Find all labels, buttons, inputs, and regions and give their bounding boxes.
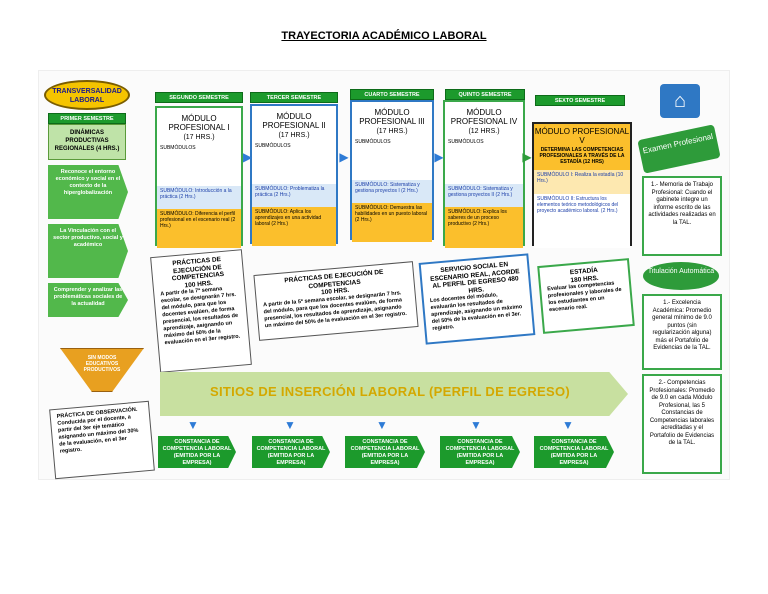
modulo-5: MÓDULO PROFESIONAL V DETERMINA LAS COMPE… <box>532 122 632 248</box>
modulo-1-sub: SUBMÓDULOS <box>160 145 196 151</box>
semester-label-2: SEGUNDO SEMESTRE <box>155 92 243 103</box>
competencias-box: 2.- Competencias Profesionales: Promedio… <box>642 374 722 474</box>
graduation-icon: ⌂ <box>660 84 700 118</box>
titulacion-badge: Titulación Automática <box>643 262 719 290</box>
sitios-banner <box>160 372 628 416</box>
card-4-text: Evaluar las competencias profesionales y… <box>547 280 622 314</box>
modulo-1-orange: SUBMÓDULO: Diferencia el perfil profesio… <box>157 209 241 248</box>
modulo-2-blue: SUBMÓDULO: Problematiza la práctica (2 H… <box>252 184 336 210</box>
down-arrow-2: ▼ <box>284 418 296 432</box>
semester-label-4: CUARTO SEMESTRE <box>350 89 434 100</box>
semester-label-5: QUINTO SEMESTRE <box>445 89 525 100</box>
modulo-4-hrs: (12 HRS.) <box>468 128 500 135</box>
modulo-5-desc: DETERMINA LAS COMPETENCIAS PROFESIONALES… <box>539 147 625 165</box>
primer-semestre-box: DINÁMICAS PRODUCTIVAS REGIONALES (4 HRS.… <box>48 124 126 160</box>
card-servicio-social: SERVICIO SOCIAL EN ESCENARIO REAL, ACORD… <box>418 253 536 345</box>
card-3-text: Los docentes del módulo, evaluarán los r… <box>429 292 523 332</box>
arrow-m2-m3: ▶ <box>339 150 349 164</box>
semester-label-3: TERCER SEMESTRE <box>250 92 338 103</box>
primer-arrow-3: Comprender y analizar las problemáticas … <box>48 283 128 317</box>
modulo-4-sub: SUBMÓDULOS <box>448 139 484 145</box>
memoria-box: 1.- Memoria de Trabajo Profesional: Cuan… <box>642 176 722 256</box>
modulo-2-sub: SUBMÓDULOS <box>255 143 291 149</box>
modulo-4-orange: SUBMÓDULO: Explica los saberes de un pro… <box>445 207 523 248</box>
card-1-text: A partir de la 7ª semana escolar, se des… <box>160 286 241 347</box>
observacion-card: PRÁCTICA DE OBSERVACIÓN. Conducida por e… <box>49 400 155 480</box>
modulo-4-blue: SUBMÓDULO: Sistematiza y gestiona proyec… <box>445 184 523 210</box>
modulo-1-blue: SUBMÓDULO: Introducción a la práctica (2… <box>157 186 241 212</box>
down-arrow-4: ▼ <box>470 418 482 432</box>
arrow-m4-m5: ▶ <box>522 150 532 164</box>
modulo-5-orange: SUBMÓDULO II: Estructura los elementos t… <box>534 194 630 248</box>
card-estadia: ESTADÍA 180 HRS. Evaluar las competencia… <box>537 258 635 334</box>
modulo-4: MÓDULO PROFESIONAL IV (12 HRS.) SUBMÓDUL… <box>443 100 525 248</box>
constancia-1: CONSTANCIA DE COMPETENCIA LABORAL (EMITI… <box>158 436 236 468</box>
modulo-2-hrs: (17 HRS.) <box>278 132 310 139</box>
semester-label-6: SEXTO SEMESTRE <box>535 95 625 106</box>
excelencia-box: 1.- Excelencia Académica: Promedio gener… <box>642 294 722 370</box>
modulo-3-orange: SUBMÓDULO: Demuestra las habilidades en … <box>352 203 432 242</box>
down-arrow-3: ▼ <box>376 418 388 432</box>
arrow-m1-m2: ▶ <box>243 150 253 164</box>
modulo-3-sub: SUBMÓDULOS <box>355 139 391 145</box>
card-practicas-1: PRÁCTICAS DE EJECUCIÓN DE COMPETENCIAS 1… <box>150 249 252 373</box>
modulo-2-title: MÓDULO PROFESIONAL II <box>262 112 326 130</box>
primer-semestre-label: PRIMER SEMESTRE <box>48 113 126 124</box>
constancia-4: CONSTANCIA DE COMPETENCIA LABORAL (EMITI… <box>440 436 520 468</box>
modulo-3: MÓDULO PROFESIONAL III (17 HRS.) SUBMÓDU… <box>350 100 434 242</box>
page-title: TRAYECTORIA ACADÉMICO LABORAL <box>281 30 487 42</box>
arrow-m3-m4: ▶ <box>434 150 444 164</box>
modulo-3-title: MÓDULO PROFESIONAL III <box>359 108 425 126</box>
modulo-3-blue: SUBMÓDULO: Sistematiza y gestiona proyec… <box>352 180 432 206</box>
modulo-5-blue: SUBMÓDULO I: Realiza la estadía (10 Hrs.… <box>534 170 630 196</box>
sitios-banner-text: SITIOS DE INSERCIÓN LABORAL (PERFIL DE E… <box>209 384 571 399</box>
modulo-5-title: MÓDULO PROFESIONAL V <box>534 127 630 145</box>
down-arrow-5: ▼ <box>562 418 574 432</box>
modulo-1-hrs: (17 HRS.) <box>183 134 215 141</box>
modulo-4-title: MÓDULO PROFESIONAL IV <box>450 108 518 126</box>
primer-arrow-2: La Vinculación con el sector productivo,… <box>48 224 128 278</box>
modulo-2-orange: SUBMÓDULO: Aplica los aprendizajes en un… <box>252 207 336 246</box>
modulo-2: MÓDULO PROFESIONAL II (17 HRS.) SUBMÓDUL… <box>250 104 338 246</box>
constancia-5: CONSTANCIA DE COMPETENCIA LABORAL (EMITI… <box>534 436 614 468</box>
modulo-1-title: MÓDULO PROFESIONAL I <box>168 114 230 132</box>
card-practicas-2: PRÁCTICAS DE EJECUCIÓN DE COMPETENCIAS 1… <box>253 261 419 341</box>
transversalidad-badge: TRANSVERSALIDAD LABORAL <box>44 80 130 110</box>
modulo-1: MÓDULO PROFESIONAL I (17 HRS.) SUBMÓDULO… <box>155 106 243 248</box>
constancia-3: CONSTANCIA DE COMPETENCIA LABORAL (EMITI… <box>345 436 425 468</box>
primer-arrow-1: Reconoce el entorno económico y social e… <box>48 165 128 219</box>
modulo-3-hrs: (17 HRS.) <box>376 128 408 135</box>
down-arrow-1: ▼ <box>187 418 199 432</box>
constancia-2: CONSTANCIA DE COMPETENCIA LABORAL (EMITI… <box>252 436 330 468</box>
